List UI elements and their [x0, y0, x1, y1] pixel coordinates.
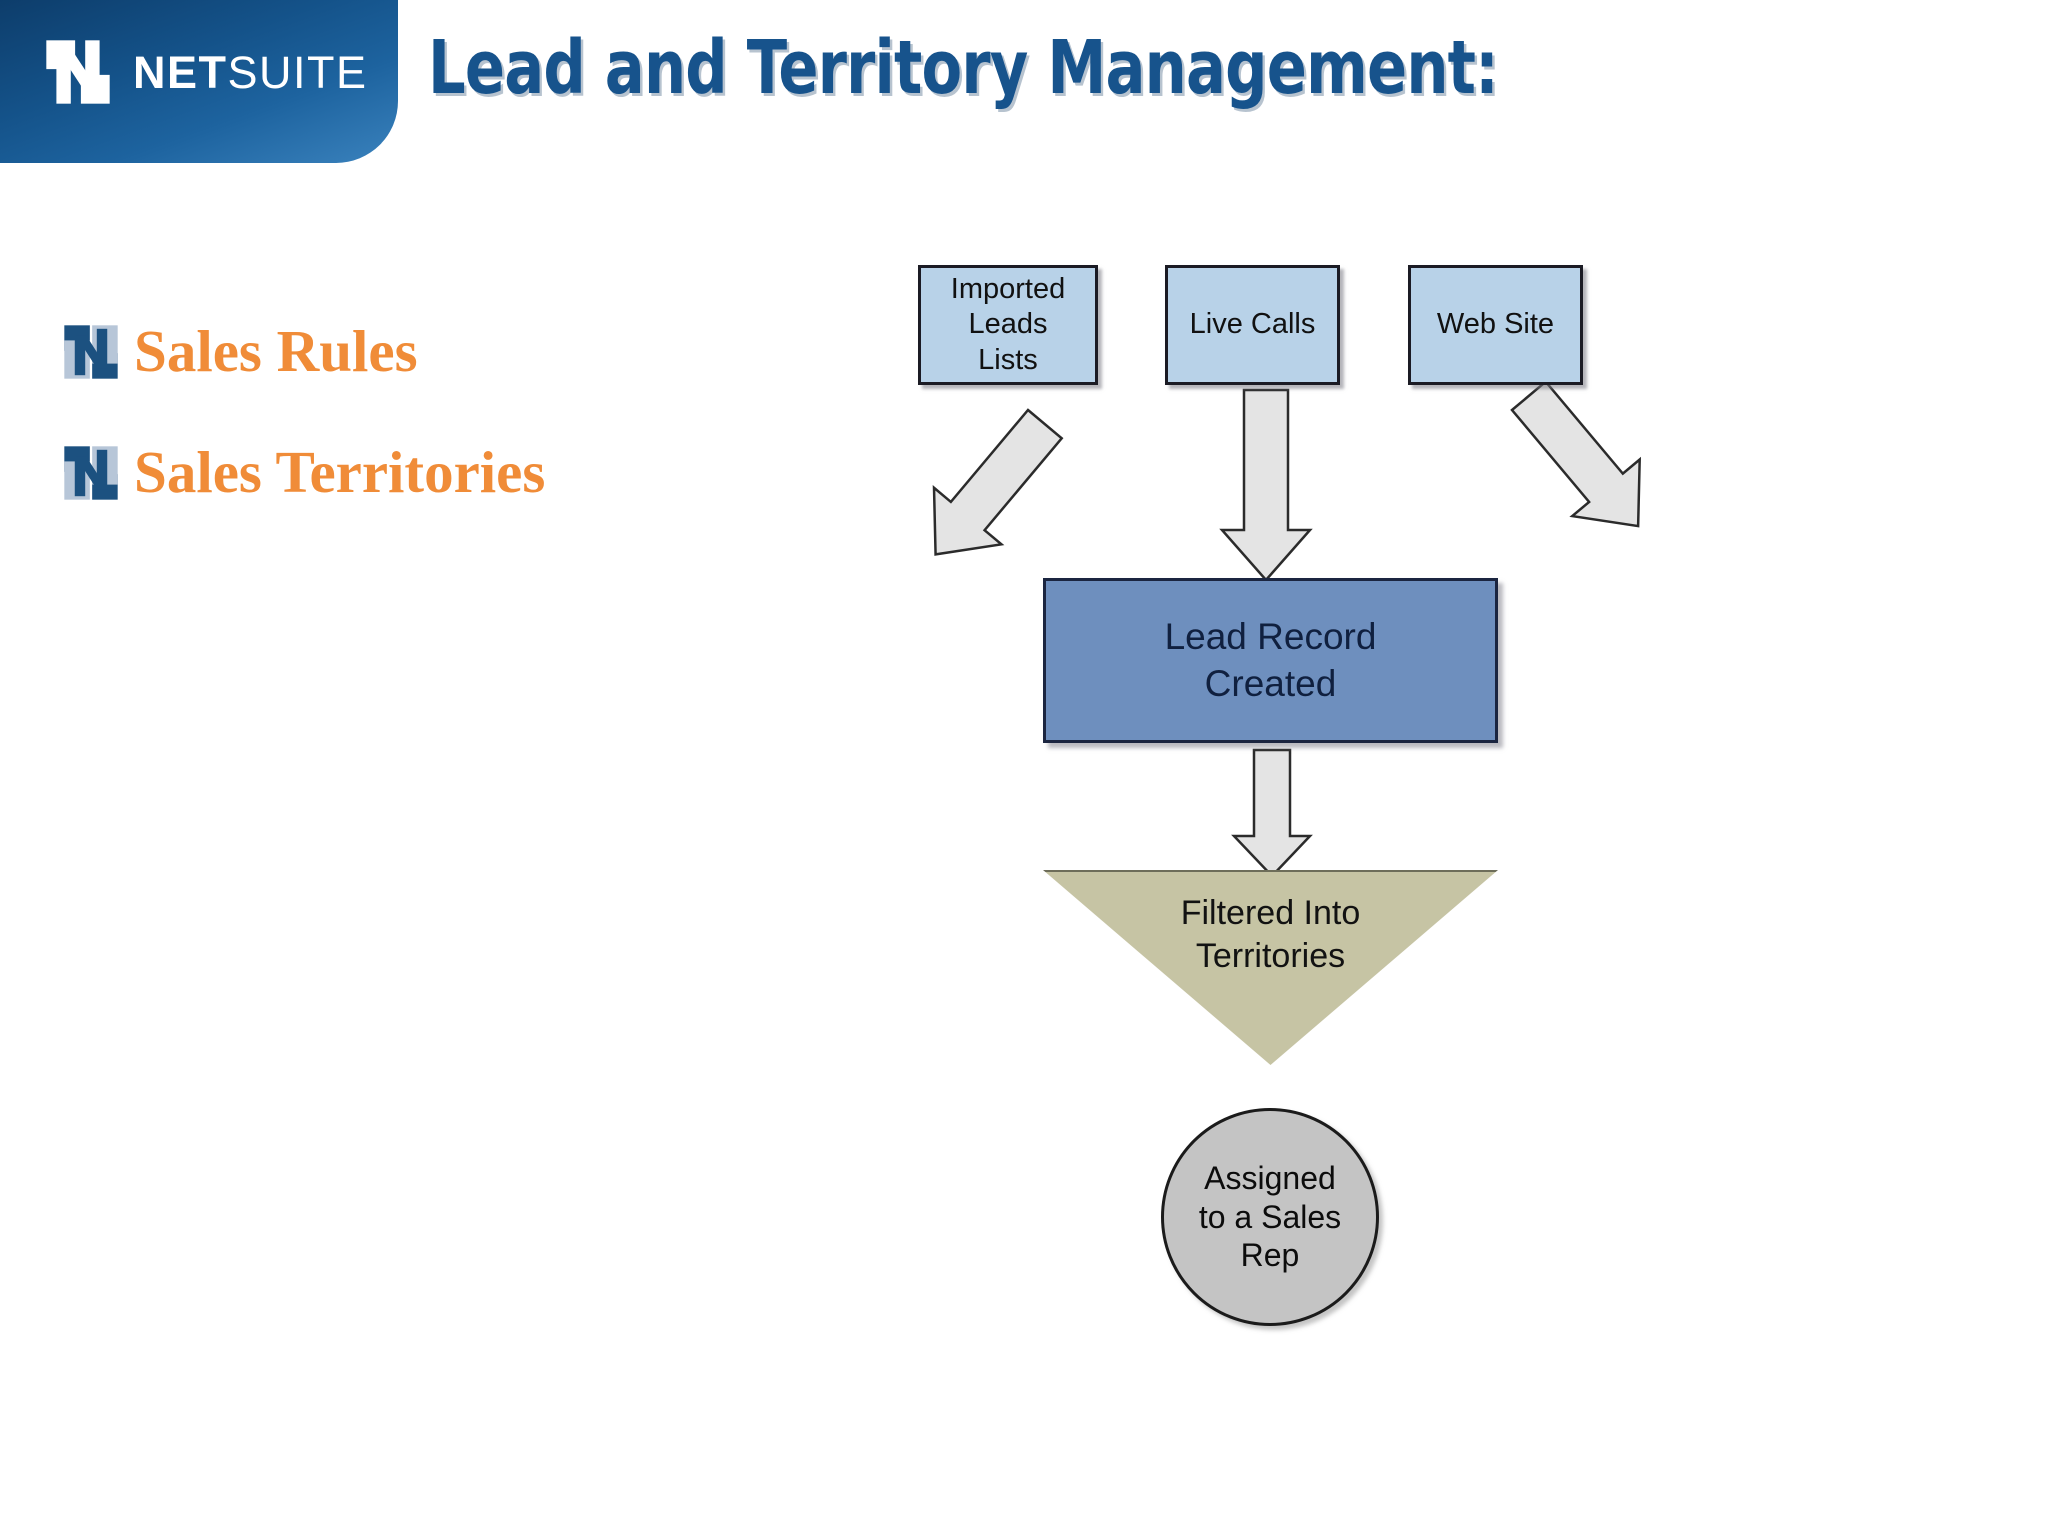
netsuite-n-mark-icon — [46, 40, 110, 104]
connector-arrow-imported-to-lead — [932, 408, 1064, 556]
node-label: Filtered Into Territories — [1180, 894, 1361, 975]
bullet-label-sales-territories: Sales Territories — [134, 439, 546, 505]
bullet-list: Sales Rules Sales Territories — [62, 322, 722, 564]
node-label: Assigned to a Sales Rep — [1198, 1160, 1342, 1274]
diagram-node-lead-record-created: Lead Record Created — [1043, 578, 1498, 743]
diagram-node-live-calls: Live Calls — [1165, 265, 1340, 385]
page-title: Lead and Territory Management: — [428, 25, 1499, 111]
node-label: Lead Record Created — [1164, 616, 1377, 704]
connector-arrow-website-to-lead — [1510, 379, 1642, 528]
list-item: Sales Rules — [62, 322, 722, 381]
netsuite-wordmark: NETSUITE — [133, 50, 368, 95]
list-item: Sales Territories — [62, 443, 722, 502]
node-label: Imported Leads Lists — [950, 272, 1066, 376]
diagram-node-imported-leads-lists: Imported Leads Lists — [918, 265, 1098, 385]
netsuite-n-bullet-icon — [64, 324, 118, 379]
netsuite-logo: NETSUITE — [42, 36, 368, 108]
node-label: Live Calls — [1189, 308, 1316, 341]
netsuite-n-bullet-icon — [64, 445, 118, 500]
connector-arrow-lead-to-filter — [1231, 748, 1313, 878]
node-label: Web Site — [1436, 308, 1555, 341]
lead-flow-diagram: Imported Leads Lists Live Calls Web Site… — [900, 250, 1680, 1350]
connector-arrow-livecalls-to-lead — [1219, 388, 1313, 582]
bullet-label-sales-rules: Sales Rules — [134, 318, 418, 384]
diagram-node-web-site: Web Site — [1408, 265, 1583, 385]
wordmark-net: NET — [133, 46, 228, 98]
wordmark-suite: SUITE — [227, 46, 368, 98]
diagram-node-assigned-to-a-sales-rep: Assigned to a Sales Rep — [1161, 1108, 1379, 1326]
header-band: NETSUITE — [0, 0, 398, 163]
diagram-node-filtered-into-territories: Filtered Into Territories — [1043, 870, 1498, 1065]
